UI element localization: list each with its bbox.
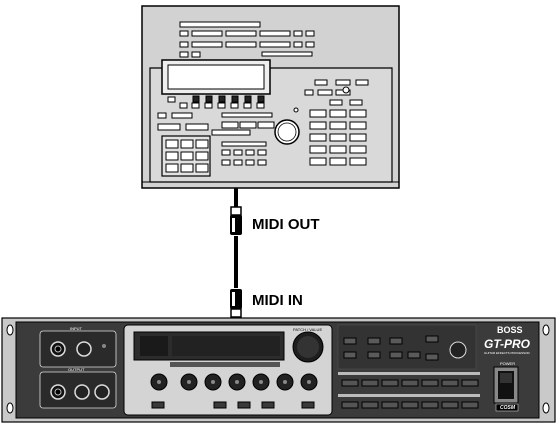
boss-brand: BOSS [497, 325, 523, 335]
patch-select-label: PATCH / VALUE [293, 327, 323, 332]
gt-pro-rack-unit [1, 317, 556, 423]
midi-in-label: MIDI IN [252, 292, 303, 309]
midi-in-plug [230, 289, 242, 318]
cosm-badge: COSM [500, 405, 515, 411]
gt-pro-model: GT-PRO [484, 337, 531, 351]
midi-out-plug [230, 206, 242, 235]
output-label: OUTPUT [68, 367, 85, 372]
power-label: POWER [500, 361, 516, 366]
gt-pro-tagline: GUITAR EFFECTS PROCESSOR [484, 351, 530, 355]
input-label: INPUT [70, 326, 82, 331]
midi-controller-device [141, 5, 400, 189]
midi-out-label: MIDI OUT [252, 216, 320, 233]
